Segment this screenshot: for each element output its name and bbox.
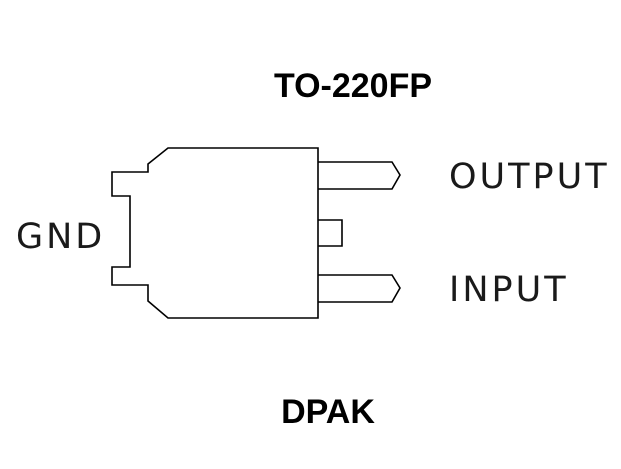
output-pin-lead (318, 161, 401, 190)
gnd-label: GND (16, 217, 105, 257)
middle-pin-stub (318, 219, 343, 247)
package-title: TO-220FP (274, 67, 432, 105)
input-label: INPUT (449, 270, 569, 310)
input-pin-lead (318, 274, 401, 303)
package-body-outline (111, 147, 319, 319)
output-label: OUTPUT (449, 157, 610, 197)
package-subtitle: DPAK (281, 393, 375, 431)
